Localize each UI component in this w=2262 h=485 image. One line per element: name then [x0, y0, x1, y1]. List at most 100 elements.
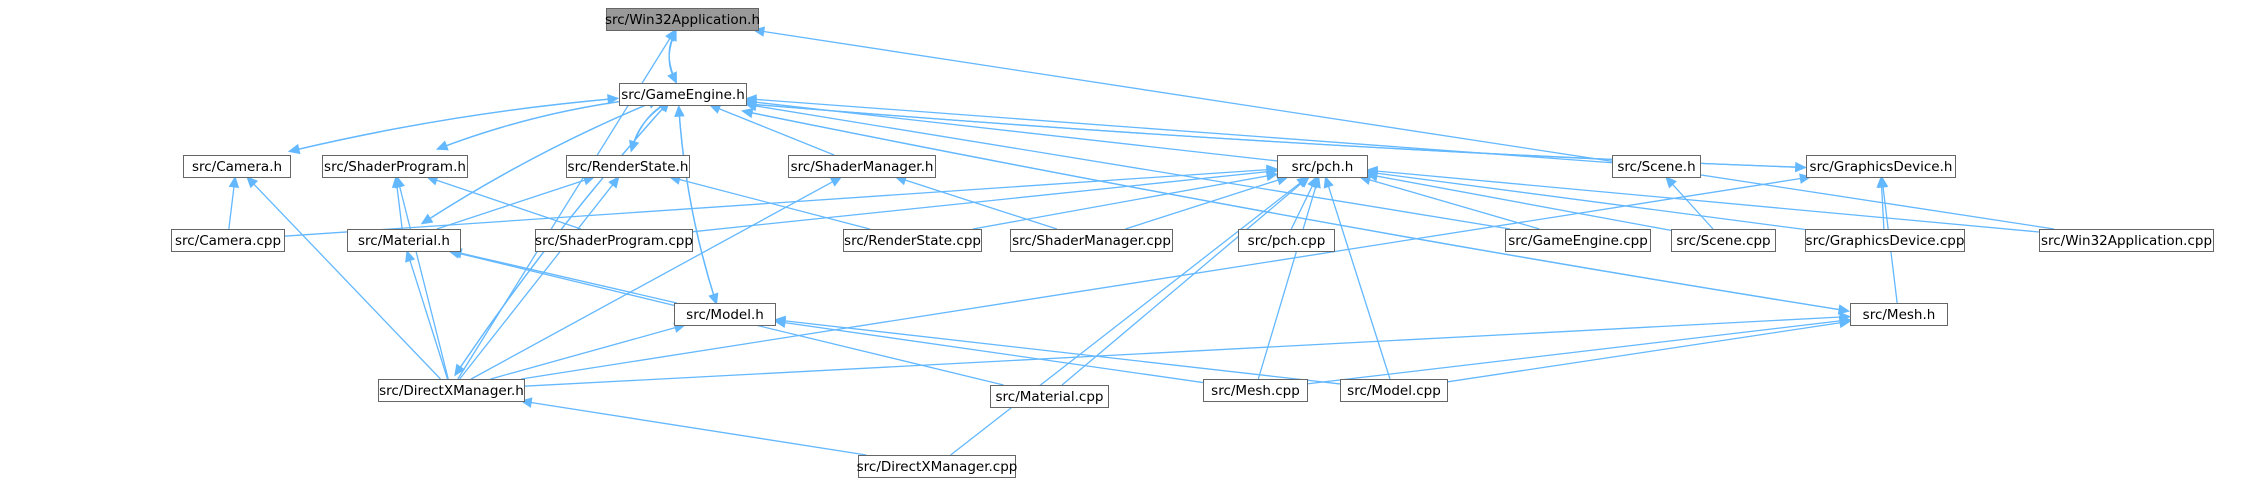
node-box [378, 379, 525, 402]
node-box [1671, 229, 1776, 252]
dependency-edge [950, 176, 1309, 456]
node-label: src/DirectXManager.cpp [857, 459, 1018, 475]
edge-arrowhead [665, 28, 676, 42]
edge-line [717, 107, 835, 156]
node-label: src/Mesh.cpp [1211, 383, 1300, 399]
dependency-edge [1446, 317, 1852, 383]
dependency-edge [457, 28, 676, 380]
node-label: src/Camera.h [192, 159, 282, 175]
file-node-graphicsdevice-cpp[interactable]: src/GraphicsDevice.cpp [1805, 229, 1965, 252]
node-box [322, 155, 468, 178]
edge-line [1061, 182, 1303, 386]
file-node-graphicsdevice-h[interactable]: src/GraphicsDevice.h [1806, 155, 1956, 178]
node-box [535, 229, 693, 252]
dependency-edge [405, 249, 449, 380]
node-label: src/RenderState.cpp [844, 233, 981, 249]
node-box [788, 155, 936, 178]
file-node-mesh-cpp[interactable]: src/Mesh.cpp [1203, 379, 1308, 402]
edge-line [1375, 175, 1672, 232]
dependency-edge [678, 106, 719, 306]
file-node-material-cpp[interactable]: src/Material.cpp [990, 385, 1109, 408]
dependency-edge [436, 175, 596, 230]
edge-arrowhead [667, 71, 677, 85]
file-node-scene-h[interactable]: src/Scene.h [1612, 155, 1701, 178]
node-box [843, 229, 982, 252]
edge-arrowhead [608, 176, 620, 189]
file-node-pch-cpp[interactable]: src/pch.cpp [1238, 229, 1335, 252]
edge-line [678, 178, 870, 230]
edge-line [678, 106, 715, 296]
edge-line [972, 175, 1269, 230]
file-node-shaderprogram-h[interactable]: src/ShaderProgram.h [322, 155, 468, 178]
edge-line [445, 98, 638, 147]
node-box [1340, 379, 1448, 402]
dependency-edge [1257, 175, 1321, 380]
file-node-shadermanager-h[interactable]: src/ShaderManager.h [788, 155, 936, 178]
edge-line [530, 401, 867, 456]
file-node-scene-cpp[interactable]: src/Scene.cpp [1671, 229, 1776, 252]
edge-arrowhead [246, 176, 259, 189]
file-node-renderstate-cpp[interactable]: src/RenderState.cpp [843, 229, 982, 252]
dependency-edge [490, 322, 687, 380]
node-box [171, 229, 285, 252]
file-node-model-cpp[interactable]: src/Model.cpp [1340, 379, 1448, 402]
file-node-camera-cpp[interactable]: src/Camera.cpp [171, 229, 285, 252]
file-node-pch-h[interactable]: src/pch.h [1277, 155, 1368, 178]
edge-line [754, 105, 1511, 230]
node-label: src/ShaderProgram.h [324, 159, 466, 175]
edge-line [762, 30, 2055, 230]
file-node-mesh-h[interactable]: src/Mesh.h [1850, 303, 1948, 326]
edge-line [1290, 184, 1314, 230]
edge-arrowhead [1877, 175, 1889, 189]
file-node-material-h[interactable]: src/Material.h [347, 229, 461, 252]
file-node-renderstate-h[interactable]: src/RenderState.h [566, 155, 690, 178]
node-label: src/Model.cpp [1347, 383, 1441, 399]
dependency-edge [1665, 176, 1714, 230]
file-node-shaderprogram-cpp[interactable]: src/ShaderProgram.cpp [535, 229, 693, 252]
node-box [566, 155, 690, 178]
file-node-gameengine-h[interactable]: src/GameEngine.h [619, 83, 747, 106]
node-box [619, 83, 747, 106]
edge-arrowhead [228, 175, 240, 189]
edge-line [903, 179, 1058, 230]
node-label: src/Camera.cpp [175, 233, 281, 249]
dependency-edge [228, 175, 240, 230]
node-label: src/Model.h [686, 307, 764, 323]
file-node-gameengine-cpp[interactable]: src/GameEngine.cpp [1505, 229, 1651, 252]
dependency-edge [773, 315, 1341, 385]
edge-line [742, 110, 1841, 311]
dependency-edge [435, 98, 638, 151]
node-label: src/GraphicsDevice.h [1810, 159, 1953, 175]
file-node-directxmanager-h[interactable]: src/DirectXManager.h [378, 379, 525, 402]
node-label: src/ShaderManager.cpp [1012, 233, 1171, 249]
edge-arrowhead [1838, 317, 1852, 329]
dependency-edge [752, 26, 2055, 230]
dependency-edge [668, 174, 870, 230]
file-node-win32app-cpp[interactable]: src/Win32Application.cpp [2039, 229, 2214, 252]
file-node-directxmanager-cpp[interactable]: src/DirectXManager.cpp [857, 455, 1018, 478]
node-box [1612, 155, 1701, 178]
node-label: src/Mesh.h [1863, 307, 1936, 323]
file-node-shadermanager-cpp[interactable]: src/ShaderManager.cpp [1010, 229, 1173, 252]
node-label: src/pch.h [1292, 159, 1354, 175]
edge-line [1671, 183, 1714, 230]
edge-arrowhead [1837, 304, 1851, 315]
node-box [990, 385, 1109, 408]
dependency-edge [1365, 168, 1806, 231]
edge-arrowhead [435, 140, 449, 151]
dependency-edge [420, 99, 659, 225]
dependency-edge [470, 176, 843, 380]
file-node-win32app-h[interactable]: src/Win32Application.h [605, 8, 760, 31]
node-box [2039, 229, 2214, 252]
node-label: src/GraphicsDevice.cpp [1806, 233, 1965, 249]
file-node-model-h[interactable]: src/Model.h [674, 303, 776, 326]
file-node-camera-h[interactable]: src/Camera.h [183, 155, 291, 178]
edge-arrowhead [1365, 165, 1378, 177]
edge-arrowhead [744, 100, 758, 112]
node-label: src/Scene.h [1617, 159, 1695, 175]
edge-line [1880, 185, 1885, 230]
edge-arrowhead [405, 249, 416, 263]
edge-line [459, 252, 677, 304]
edge-arrowhead [708, 292, 719, 306]
edge-line [1375, 172, 1806, 231]
